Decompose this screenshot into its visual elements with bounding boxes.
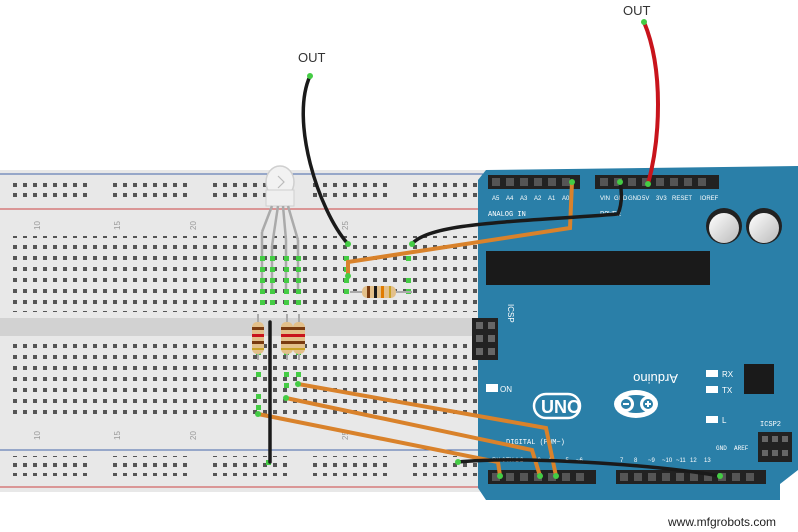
- pin-label: 8: [634, 458, 638, 464]
- breadboard: 10 15 20 25 10 15 20 25: [0, 170, 520, 492]
- pin-label: 3V3: [656, 196, 667, 202]
- pin-label: A4: [506, 196, 514, 202]
- resistor: [252, 314, 264, 360]
- wire-orange: [284, 396, 542, 478]
- on-label: ON: [500, 385, 512, 394]
- arduino-logo: [614, 390, 658, 418]
- column-number: 10: [33, 431, 42, 440]
- tx-led: [706, 386, 718, 393]
- uno-label: UNO: [541, 397, 581, 417]
- wire-black-out: [301, 74, 350, 246]
- pin-label: ~11: [676, 458, 686, 464]
- pin-label: 12: [690, 458, 697, 464]
- pin-label: A0: [562, 196, 570, 202]
- column-number: 25: [341, 431, 350, 440]
- microcontroller-chip: [486, 251, 710, 285]
- watermark: www.mfgrobots.com: [667, 515, 776, 529]
- usb-chip: [744, 364, 774, 394]
- icsp-label: ICSP: [506, 304, 515, 323]
- pin-label: ~10: [662, 458, 673, 464]
- wire-red-out: [642, 20, 660, 186]
- pin-label: GND: [628, 196, 642, 202]
- column-number: 25: [341, 221, 350, 230]
- wire-black: [456, 458, 722, 478]
- pin-label: A2: [534, 196, 542, 202]
- wire-orange: [346, 180, 574, 278]
- resistor: [281, 314, 293, 360]
- resistor: [293, 314, 305, 360]
- column-number: 10: [33, 221, 42, 230]
- column-number: 20: [189, 221, 198, 230]
- pin-label: IOREF: [700, 196, 719, 202]
- pin-label: A3: [520, 196, 528, 202]
- out-label-black: OUT: [298, 50, 326, 65]
- rx-led: [706, 370, 718, 377]
- aref-label: AREF: [734, 445, 749, 452]
- analog-in-label: ANALOG IN: [488, 211, 526, 219]
- column-number: 15: [113, 221, 122, 230]
- rgb-led: [260, 165, 300, 290]
- arduino-brand: Arduino: [633, 371, 678, 386]
- pin-label: 5V: [642, 196, 649, 202]
- pin-label: A5: [492, 196, 500, 202]
- arduino-board: ANALOG IN POWER A5 A4 A3 A2 A1 A0 VIN GN…: [472, 166, 798, 500]
- pin-label: VIN: [600, 196, 610, 202]
- tx-label: TX: [722, 386, 733, 395]
- on-led: [486, 384, 498, 392]
- icsp2-label: ICSP2: [760, 421, 781, 429]
- pin-label: ~9: [648, 458, 656, 464]
- wire-ends: [255, 19, 723, 479]
- pin-label: RESET: [672, 196, 692, 202]
- digital-label: DIGITAL (PWM~): [506, 439, 565, 447]
- uno-badge: [532, 392, 582, 420]
- rx-label: RX: [722, 370, 734, 379]
- l-led: [706, 416, 718, 423]
- pin-label: A1: [548, 196, 556, 202]
- out-label-red: OUT: [623, 3, 651, 18]
- column-number: 20: [189, 431, 198, 440]
- column-number: 15: [113, 431, 122, 440]
- pin-label: 7: [620, 458, 624, 464]
- top-terminal-strip: 10 15 20 25: [10, 221, 480, 312]
- wire-black: [410, 180, 624, 246]
- gnd-label: GND: [716, 445, 727, 452]
- wire-orange: [256, 412, 502, 478]
- resistor: [350, 286, 412, 298]
- l-label: L: [722, 416, 727, 425]
- pin-label: 13: [704, 458, 711, 464]
- bottom-terminal-strip: 10 15 20 25: [10, 342, 480, 440]
